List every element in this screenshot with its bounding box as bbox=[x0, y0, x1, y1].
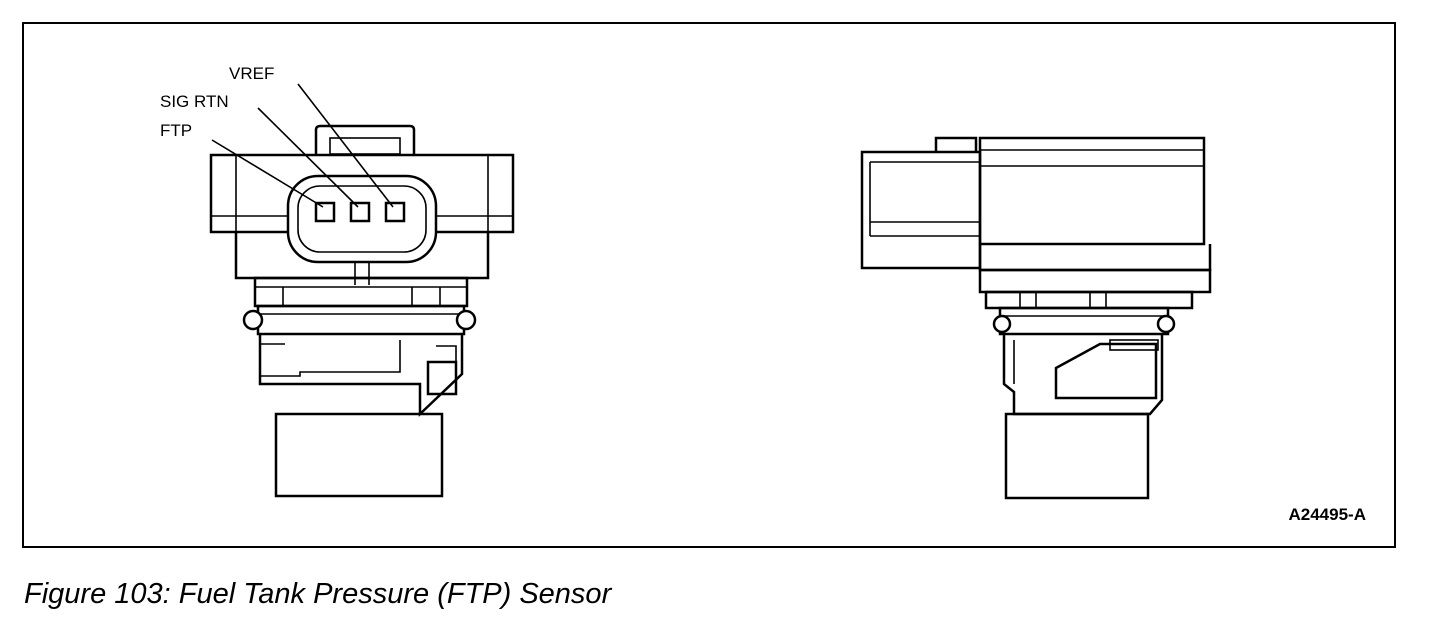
label-vref: VREF bbox=[229, 64, 274, 83]
o-ring-side-right bbox=[1156, 314, 1176, 334]
o-ring-right bbox=[455, 309, 477, 331]
label-ftp: FTP bbox=[160, 121, 192, 140]
figure-code: A24495-A bbox=[1289, 505, 1367, 524]
sensor-front-view bbox=[209, 124, 515, 498]
terminal-vref bbox=[384, 201, 406, 223]
figure-caption: Figure 103: Fuel Tank Pressure (FTP) Sen… bbox=[24, 578, 612, 610]
o-ring-left bbox=[242, 309, 264, 331]
terminal-ftp bbox=[314, 201, 336, 223]
label-leader-lines bbox=[211, 83, 394, 208]
label-sig-rtn: SIG RTN bbox=[160, 92, 229, 111]
sensor-side-view bbox=[860, 136, 1212, 500]
o-ring-side-left bbox=[992, 314, 1012, 334]
figure-frame bbox=[22, 22, 1396, 548]
terminal-sig-rtn bbox=[349, 201, 371, 223]
